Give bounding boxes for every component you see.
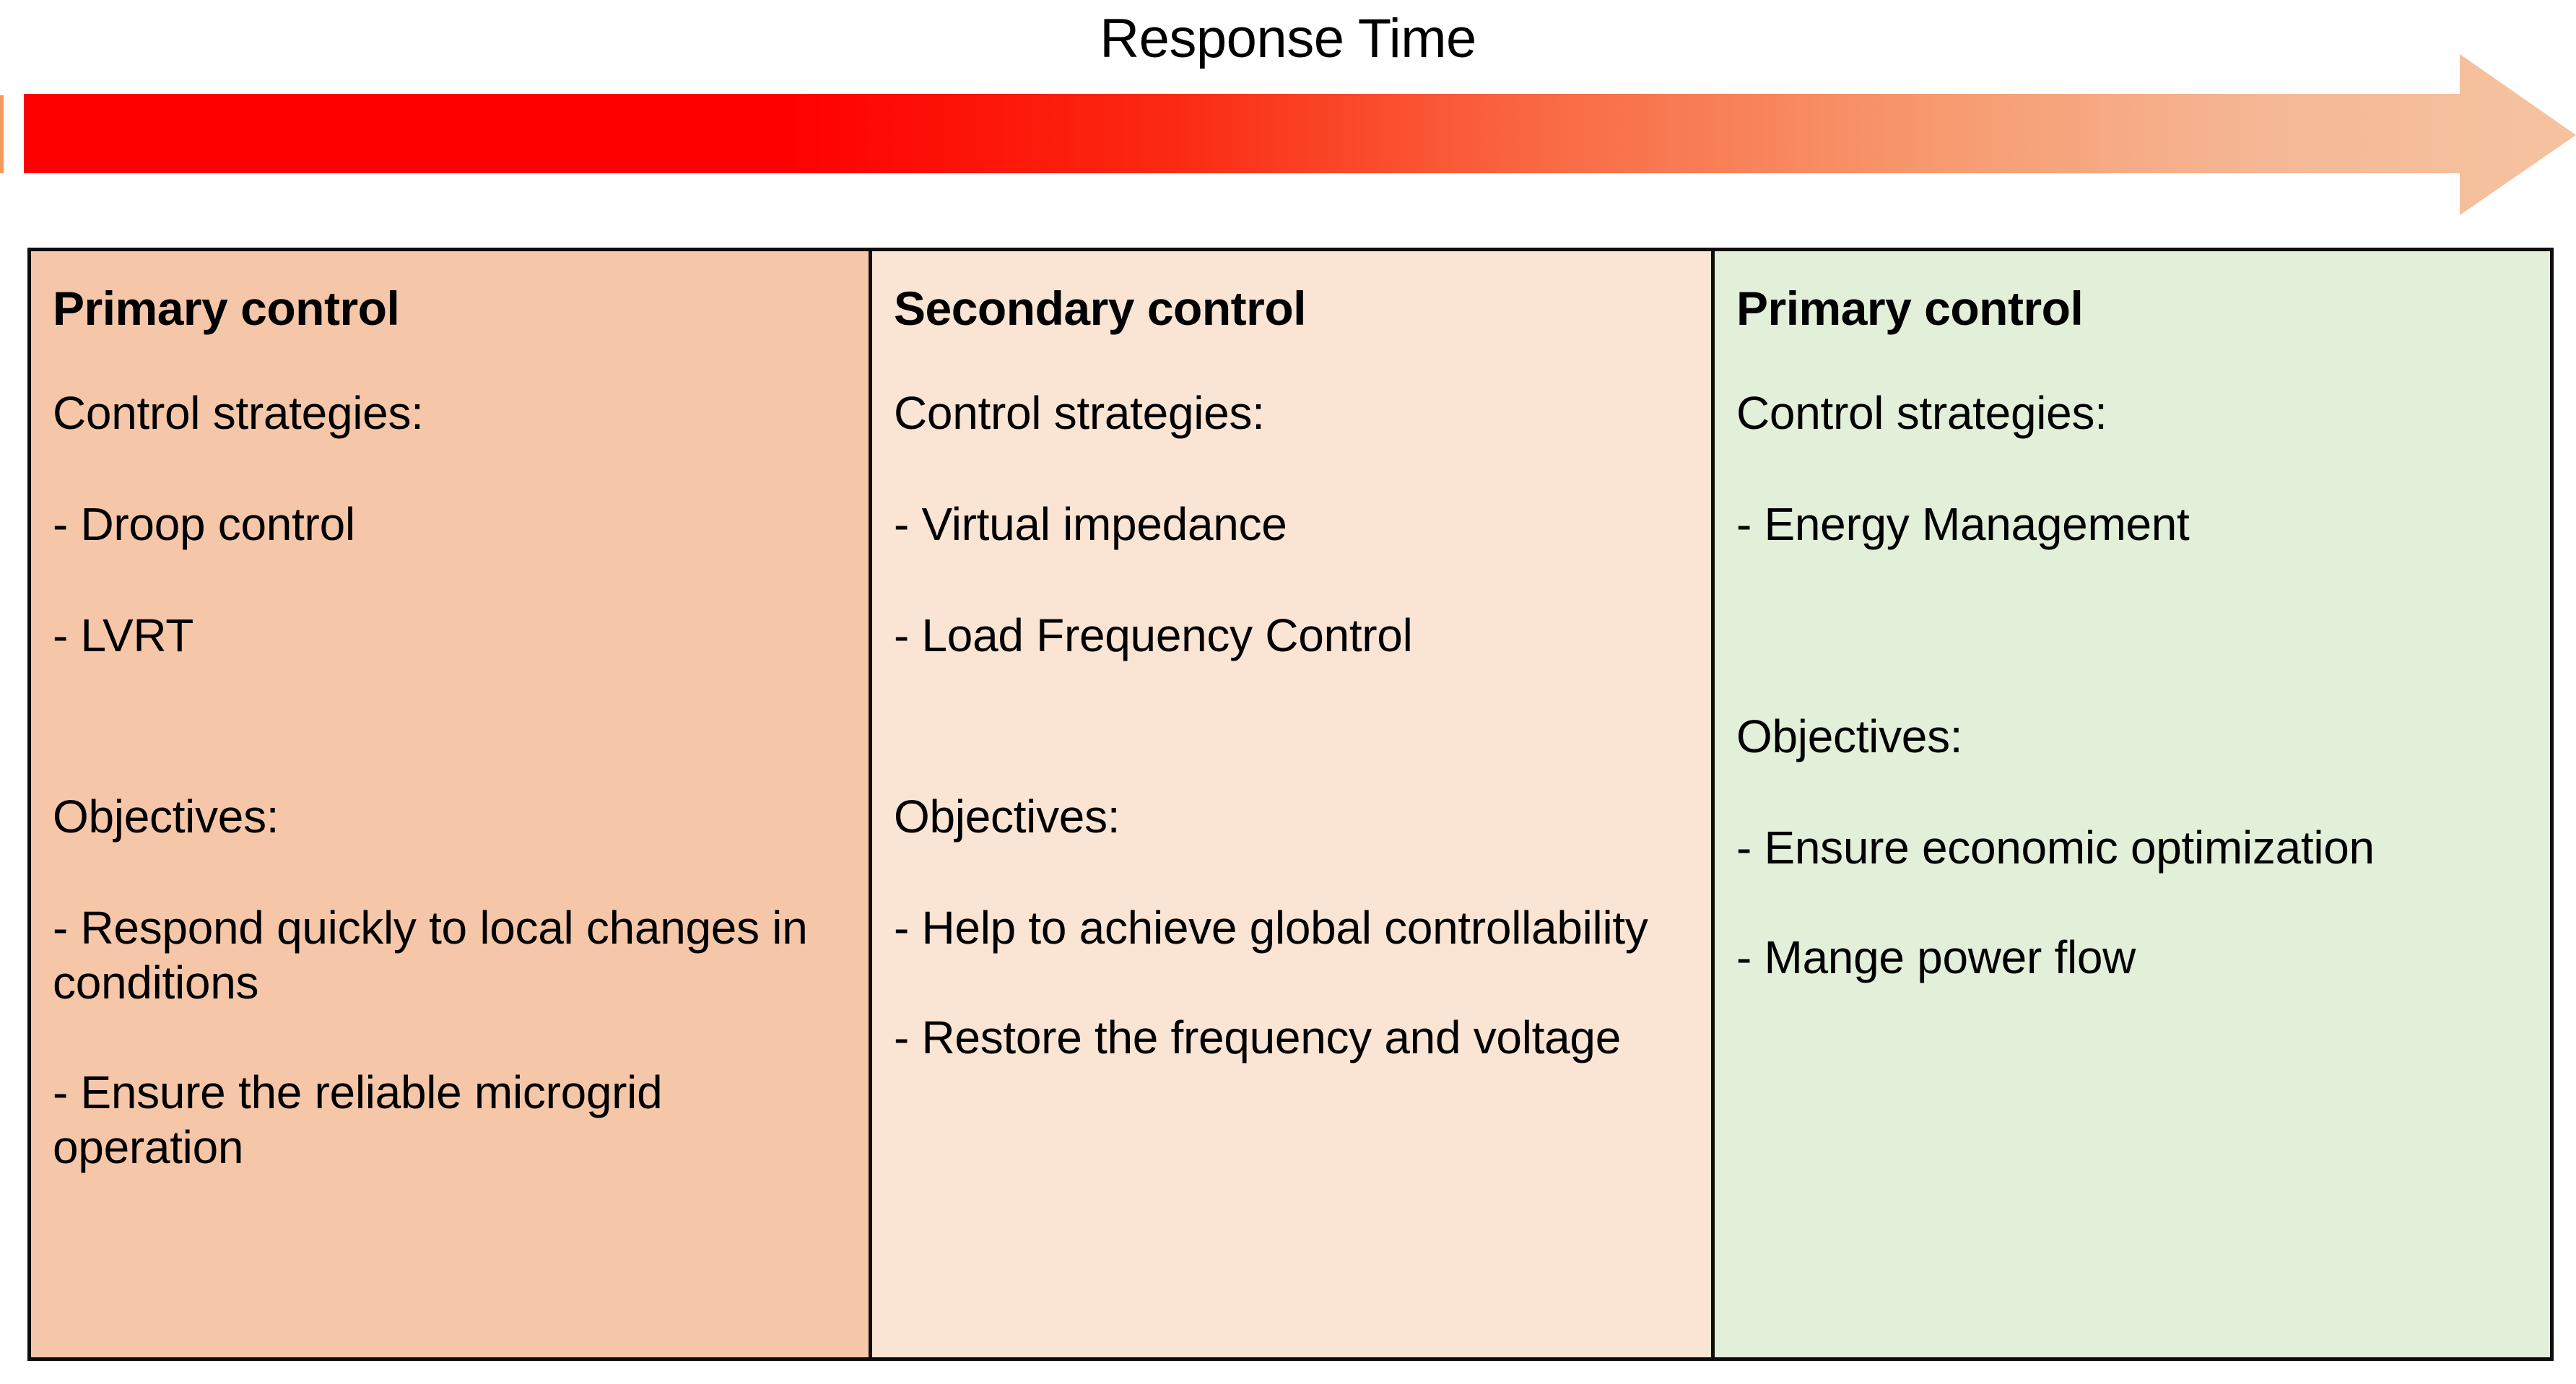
column-3-strategy-item: - Energy Management bbox=[1736, 498, 2190, 550]
column-1-strategies-label: Control strategies: bbox=[53, 387, 424, 439]
column-1-objective-item: - Respond quickly to local changes in co… bbox=[53, 902, 808, 1009]
column-3-objective-item: - Ensure economic optimization bbox=[1736, 822, 2375, 874]
column-1-title: Primary control bbox=[53, 282, 400, 335]
column-1-objective-item: - Ensure the reliable microgrid operatio… bbox=[53, 1066, 663, 1173]
arrow-icon bbox=[24, 54, 2576, 215]
diagram-title: Response Time bbox=[1100, 8, 1476, 69]
column-2-title: Secondary control bbox=[894, 282, 1306, 335]
column-2-strategy-item: - Virtual impedance bbox=[894, 498, 1287, 550]
column-1-strategy-item: - Droop control bbox=[53, 498, 355, 550]
column-1-objectives-label: Objectives: bbox=[53, 791, 279, 843]
column-3-title: Primary control bbox=[1736, 282, 2084, 335]
column-3-objective-item: - Mange power flow bbox=[1736, 931, 2136, 983]
column-2-objective-item: - Help to achieve global controllability bbox=[894, 902, 1648, 954]
column-2-strategies-label: Control strategies: bbox=[894, 387, 1265, 439]
column-2-strategy-item: - Load Frequency Control bbox=[894, 609, 1413, 661]
column-3-strategies-label: Control strategies: bbox=[1736, 387, 2107, 439]
column-2-objectives-label: Objectives: bbox=[894, 791, 1121, 843]
arrow-tail-marker bbox=[0, 95, 4, 173]
column-tertiary-control: Primary control Control strategies: - En… bbox=[1715, 251, 2550, 1357]
column-1-strategy-item: - LVRT bbox=[53, 609, 193, 661]
response-time-arrow bbox=[0, 51, 2576, 220]
column-2-objective-item: - Restore the frequency and voltage bbox=[894, 1011, 1622, 1063]
control-levels-table: Primary control Control strategies: - Dr… bbox=[27, 248, 2554, 1361]
column-secondary-control: Secondary control Control strategies: - … bbox=[872, 251, 1715, 1357]
column-primary-control: Primary control Control strategies: - Dr… bbox=[31, 251, 872, 1357]
column-3-objectives-label: Objectives: bbox=[1736, 710, 1963, 762]
